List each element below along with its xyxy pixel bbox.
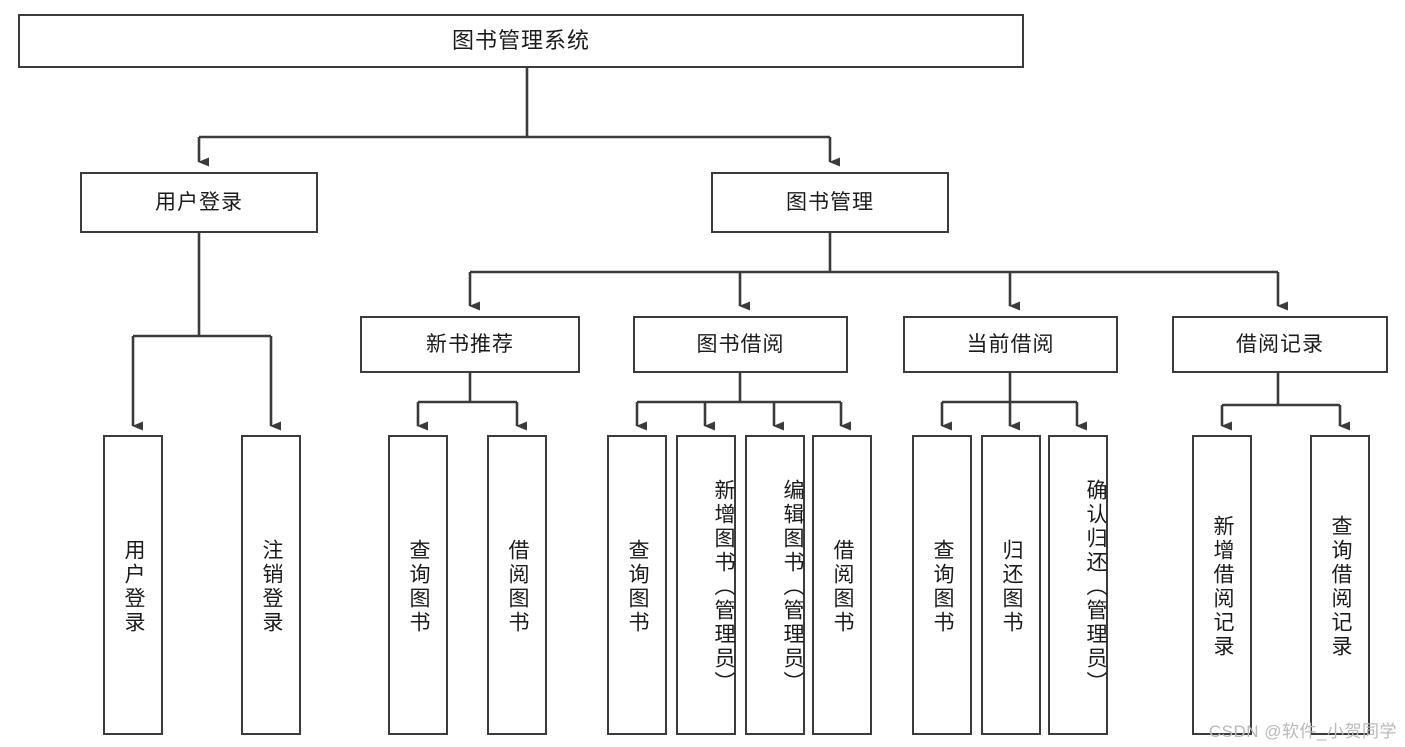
leaf-borrow-book-1[interactable]: 借阅图书 xyxy=(487,435,547,735)
leaf-query-book-2[interactable]: 查询图书 xyxy=(607,435,667,735)
leaf-query-book-1[interactable]: 查询图书 xyxy=(388,435,448,735)
leaf-logout[interactable]: 注销登录 xyxy=(241,435,301,735)
leaf-borrow-book-2-label: 借阅图书 xyxy=(831,539,855,635)
leaf-add-record-label: 新增借阅记录 xyxy=(1211,515,1235,659)
leaf-add-book-label: 新增图书（管理员） xyxy=(712,479,735,695)
leaf-add-record[interactable]: 新增借阅记录 xyxy=(1192,435,1252,735)
node-root[interactable]: 图书管理系统 xyxy=(18,14,1024,68)
node-new-book-recommend-label: 新书推荐 xyxy=(426,332,514,356)
node-root-label: 图书管理系统 xyxy=(451,27,590,53)
leaf-borrow-book-1-label: 借阅图书 xyxy=(506,539,530,635)
leaf-borrow-book-2[interactable]: 借阅图书 xyxy=(812,435,872,735)
leaf-confirm-return-label: 确认归还（管理员） xyxy=(1084,479,1107,695)
leaf-query-record[interactable]: 查询借阅记录 xyxy=(1310,435,1370,735)
leaf-return-book[interactable]: 归还图书 xyxy=(981,435,1041,735)
csdn-watermark: CSDN @软件_小贺同学 xyxy=(1208,722,1397,741)
leaf-user-login[interactable]: 用户登录 xyxy=(103,435,163,735)
node-borrow-record[interactable]: 借阅记录 xyxy=(1172,316,1388,373)
node-current-borrow-label: 当前借阅 xyxy=(966,332,1055,356)
leaf-query-book-3[interactable]: 查询图书 xyxy=(912,435,972,735)
node-book-manage-label: 图书管理 xyxy=(786,190,874,214)
leaf-query-book-3-label: 查询图书 xyxy=(931,539,955,635)
leaf-query-book-2-label: 查询图书 xyxy=(626,539,650,635)
node-book-borrow-label: 图书借阅 xyxy=(696,332,785,356)
node-book-borrow[interactable]: 图书借阅 xyxy=(633,316,848,373)
leaf-edit-book[interactable]: 编辑图书（管理员） xyxy=(745,435,805,735)
leaf-add-book[interactable]: 新增图书（管理员） xyxy=(676,435,736,735)
leaf-user-login-label: 用户登录 xyxy=(122,539,146,635)
node-user-login[interactable]: 用户登录 xyxy=(80,172,318,233)
leaf-return-book-label: 归还图书 xyxy=(1000,539,1024,635)
node-current-borrow[interactable]: 当前借阅 xyxy=(903,316,1118,373)
node-book-manage[interactable]: 图书管理 xyxy=(711,172,949,233)
node-new-book-recommend[interactable]: 新书推荐 xyxy=(360,316,580,373)
leaf-confirm-return[interactable]: 确认归还（管理员） xyxy=(1048,435,1108,735)
leaf-edit-book-label: 编辑图书（管理员） xyxy=(781,479,804,695)
leaf-query-book-1-label: 查询图书 xyxy=(407,539,431,635)
node-user-login-label: 用户登录 xyxy=(155,190,243,214)
leaf-query-record-label: 查询借阅记录 xyxy=(1329,515,1353,659)
node-borrow-record-label: 借阅记录 xyxy=(1236,332,1324,356)
leaf-logout-label: 注销登录 xyxy=(260,539,284,635)
